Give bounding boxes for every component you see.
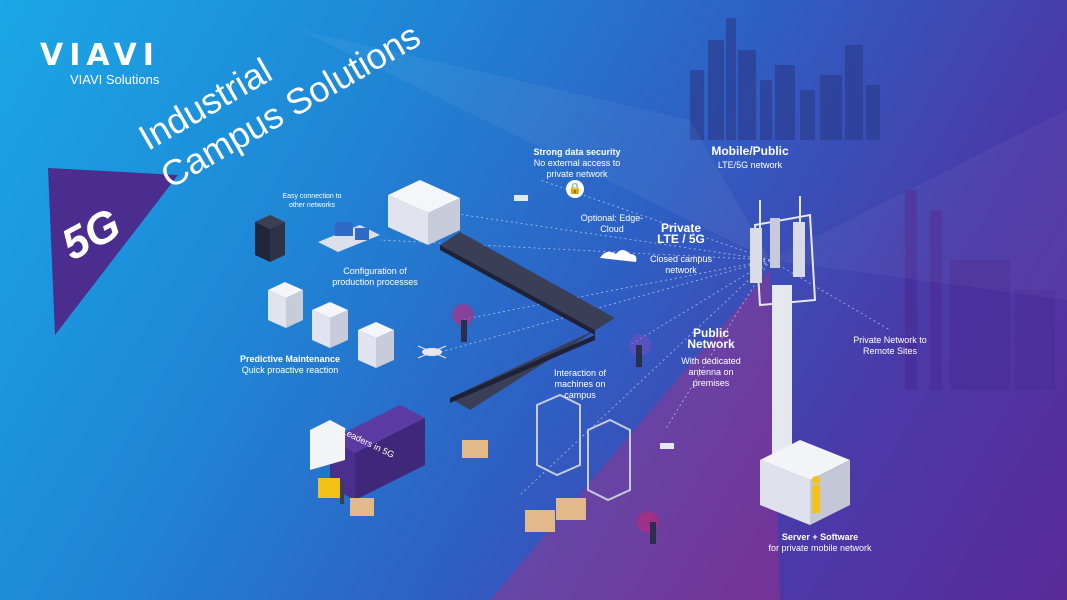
label-public-title: Public Network — [687, 326, 735, 351]
server-cabinet — [760, 440, 850, 525]
conveyor-belt — [440, 232, 615, 410]
label-interaction: Interaction of machines on campus — [553, 368, 607, 400]
label-edge-cloud: Optional: Edge-Cloud — [580, 213, 644, 234]
label-security-sub: No external access to private network — [533, 158, 621, 179]
server-racks — [255, 215, 285, 262]
label-remote-sites: Private Network to Remote Sites — [853, 335, 927, 356]
forklift — [318, 478, 344, 504]
5g-badge — [48, 168, 178, 335]
public-beam — [490, 270, 780, 600]
drone — [417, 345, 447, 359]
warehouse-shelves — [536, 393, 631, 502]
lock-icon: 🔒 — [566, 180, 584, 198]
technician-figure — [812, 476, 820, 513]
label-easy-connection: Easy connection to other networks — [282, 193, 342, 209]
industrial-skyline — [905, 190, 1055, 390]
cell-tower — [750, 196, 817, 455]
label-private-title: Private LTE / 5G — [657, 221, 705, 246]
boxes — [350, 440, 586, 532]
label-configuration: Configuration of production processes — [332, 266, 418, 287]
label-server-title: Server + Software — [781, 532, 859, 542]
label-mobile-title: Mobile/Public — [711, 144, 789, 158]
cloud-icon — [600, 250, 637, 262]
production-machine — [388, 180, 460, 245]
label-predictive-title: Predictive Maintenance — [239, 354, 341, 364]
label-security-title: Strong data security — [533, 147, 621, 157]
maintenance-machines — [268, 282, 394, 368]
viavi-logo: VIAVI — [40, 38, 160, 73]
label-private-sub: Closed campus network — [649, 254, 713, 275]
workstation — [318, 222, 380, 252]
city-skyline — [690, 18, 880, 140]
truck — [310, 405, 425, 500]
label-predictive-sub: Quick proactive reaction — [241, 365, 339, 375]
label-server-sub: for private mobile network — [768, 543, 872, 553]
label-public-sub: With dedicated antenna on premises — [681, 356, 741, 388]
connection-lines — [379, 179, 891, 496]
viavi-subtitle: VIAVI Solutions — [70, 72, 160, 87]
worker-figures — [452, 304, 659, 544]
security-cameras — [514, 195, 674, 449]
label-mobile-sub: LTE/5G network — [717, 160, 783, 170]
